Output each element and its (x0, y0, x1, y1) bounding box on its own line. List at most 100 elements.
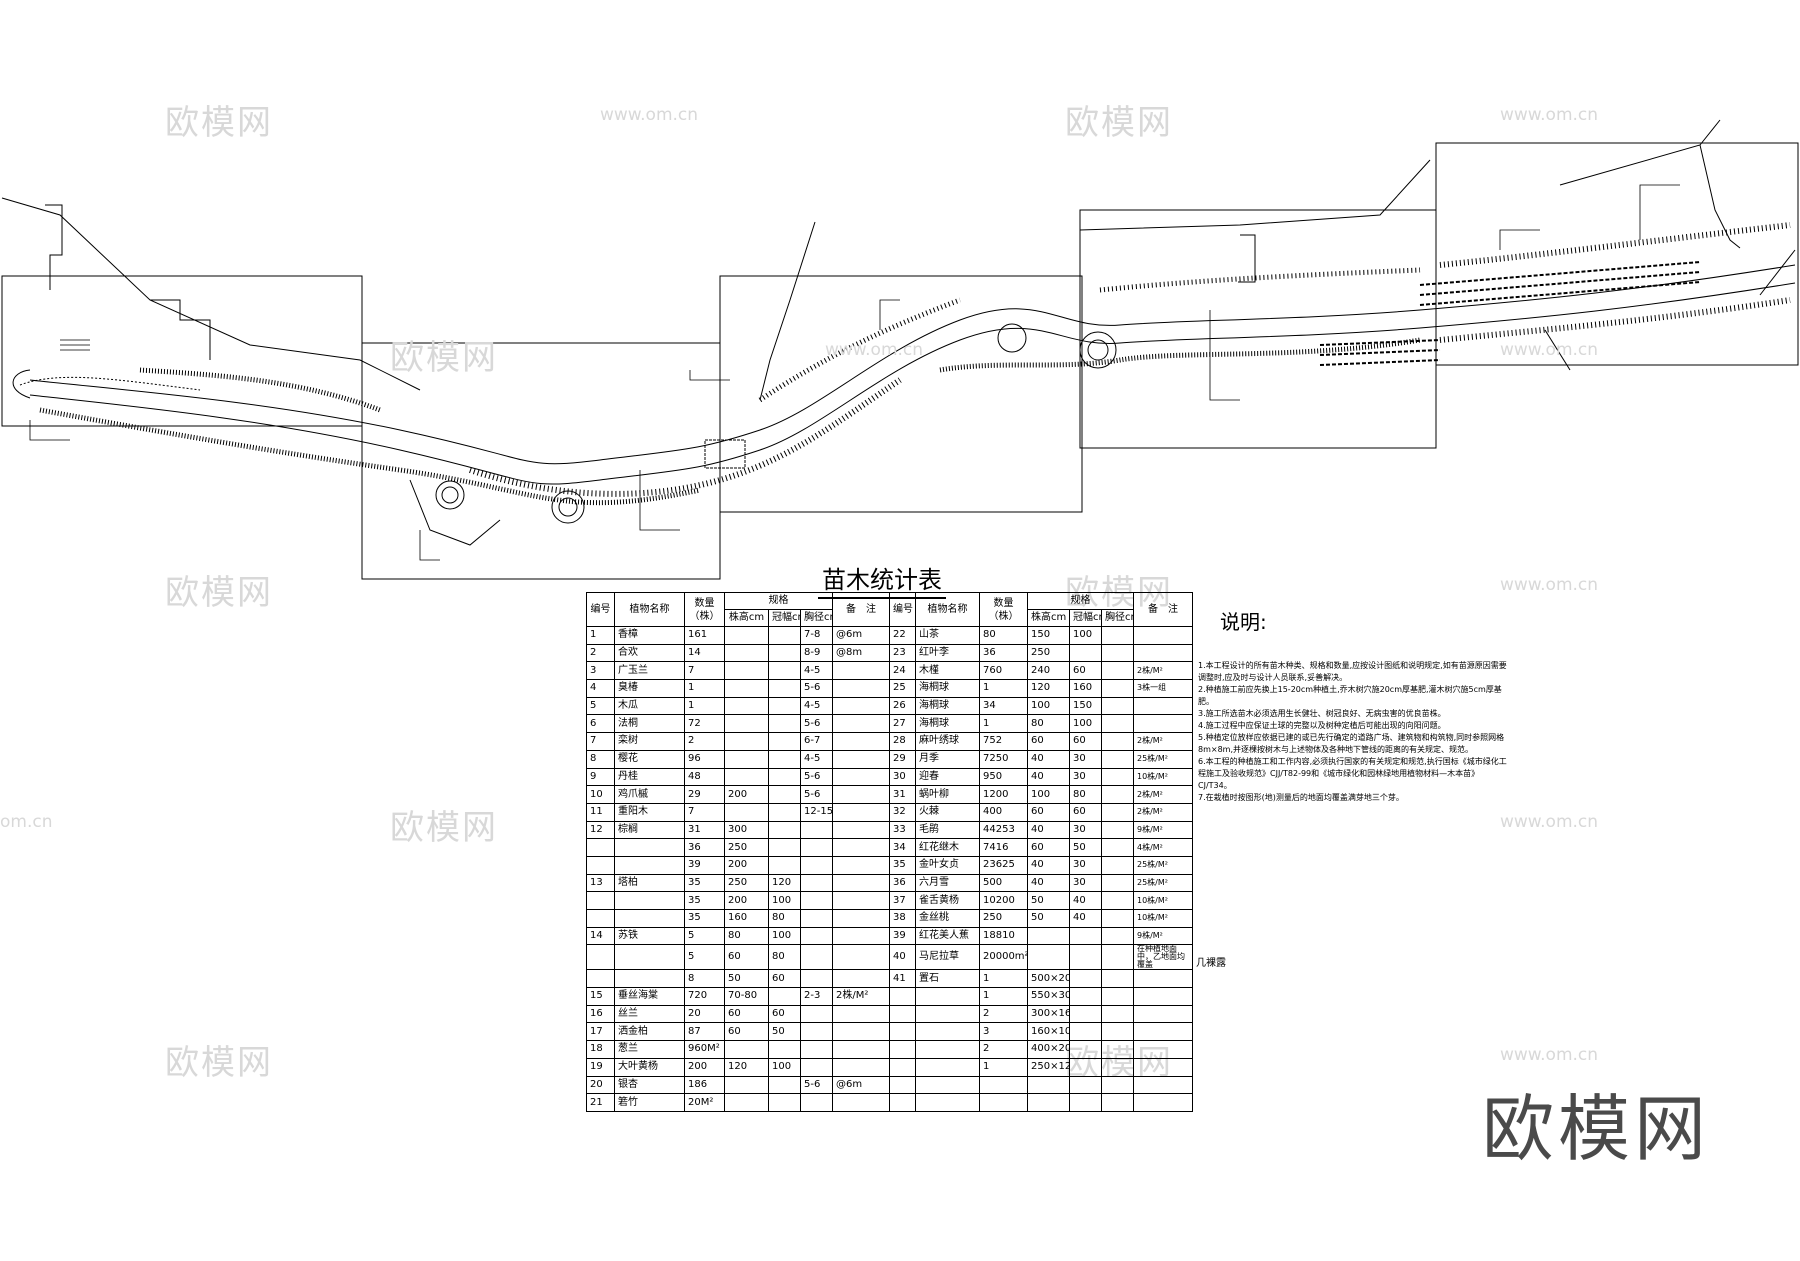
cell-dbh (1101, 732, 1134, 751)
cell-dbh: 8-9 (800, 643, 833, 663)
cell-qty: 5 (684, 944, 725, 971)
cell-height: 300×160×100 (1027, 1004, 1070, 1024)
cell-no: 38 (889, 909, 916, 928)
cell-qty: 10200 (979, 891, 1028, 910)
header-remark: 备 注 (1133, 592, 1193, 627)
cell-no: 13 (586, 873, 615, 893)
sheet-frame-4 (1079, 209, 1437, 449)
cell-dbh (1101, 1022, 1134, 1042)
cell-name: 香樟 (614, 626, 685, 645)
cell-qty: 14 (684, 643, 725, 663)
cell-height (1027, 1093, 1070, 1112)
cell-remark: 25株/M² (1133, 855, 1193, 875)
cell-no: 36 (889, 873, 916, 893)
cell-no: 20 (586, 1075, 615, 1095)
cell-qty: 2 (979, 1040, 1028, 1059)
sheet-frame-1 (1, 275, 363, 427)
cell-crown: 30 (1069, 767, 1102, 787)
cell-crown: 60 (768, 969, 801, 989)
cell-qty: 72 (684, 714, 725, 734)
cell-crown (1069, 944, 1102, 971)
cell-dbh (800, 909, 833, 928)
cell-height: 500×200×100 (1027, 969, 1070, 989)
cell-name: 红花美人蕉 (915, 926, 980, 946)
cell-remark (1133, 987, 1193, 1006)
header-name: 植物名称 (915, 592, 980, 627)
cell-crown: 80 (1069, 785, 1102, 804)
cell-name: 毛鹃 (915, 820, 980, 840)
cell-height: 60 (724, 1022, 769, 1042)
cell-height: 250×120×80 (1027, 1057, 1070, 1077)
cell-remark: 10株/M² (1133, 909, 1193, 928)
cell-name: 法桐 (614, 714, 685, 734)
cell-qty: 35 (684, 909, 725, 928)
cell-name: 广玉兰 (614, 661, 685, 681)
cell-crown: 60 (1069, 661, 1102, 681)
cell-remark: @8m (832, 643, 890, 663)
cell-crown (1069, 1057, 1102, 1077)
cell-height (1027, 926, 1070, 946)
cell-no: 34 (889, 838, 916, 857)
cell-remark (1133, 626, 1193, 645)
cell-height: 40 (1027, 873, 1070, 893)
cell-dbh (1101, 1093, 1134, 1112)
cell-remark (832, 1040, 890, 1059)
cell-no: 21 (586, 1093, 615, 1112)
cell-qty: 7250 (979, 749, 1028, 769)
cell-height (724, 802, 769, 822)
cell-remark (832, 785, 890, 804)
cell-crown: 100 (768, 1057, 801, 1077)
cell-dbh (800, 1057, 833, 1077)
cell-dbh (1101, 1040, 1134, 1059)
cell-qty: 950 (979, 767, 1028, 787)
cell-height: 300 (724, 820, 769, 840)
cell-dbh: 4-5 (800, 696, 833, 716)
cell-qty: 36 (684, 838, 725, 857)
cell-no: 15 (586, 987, 615, 1006)
cell-crown (768, 1093, 801, 1112)
cell-height: 40 (1027, 749, 1070, 769)
cell-dbh: 2-3 (800, 987, 833, 1006)
cell-no (889, 987, 916, 1006)
cell-dbh: 4-5 (800, 749, 833, 769)
cell-remark (832, 838, 890, 857)
cell-qty: 7416 (979, 838, 1028, 857)
header-qty: 数量（株） (684, 592, 725, 627)
header-height: 株高cm (724, 609, 769, 627)
cell-height (724, 714, 769, 734)
cell-height: 100 (1027, 696, 1070, 716)
cell-qty: 2 (979, 1004, 1028, 1024)
cell-name: 大叶黄杨 (614, 1057, 685, 1077)
cell-dbh (1101, 679, 1134, 698)
cell-dbh (800, 873, 833, 893)
cell-no (889, 1040, 916, 1059)
cell-no: 4 (586, 679, 615, 698)
cell-dbh (800, 1040, 833, 1059)
cell-dbh (1101, 969, 1134, 989)
cell-remark (832, 820, 890, 840)
cell-name: 金丝桃 (915, 909, 980, 928)
cell-remark: 10株/M² (1133, 767, 1193, 787)
cell-qty: 8 (684, 969, 725, 989)
cell-name: 垂丝海棠 (614, 987, 685, 1006)
cell-qty: 35 (684, 873, 725, 893)
cell-height: 40 (1027, 820, 1070, 840)
cell-remark (832, 969, 890, 989)
cell-dbh (1101, 749, 1134, 769)
cell-qty: 250 (979, 909, 1028, 928)
cell-height: 160 (724, 909, 769, 928)
cell-no: 33 (889, 820, 916, 840)
cell-crown: 100 (1069, 626, 1102, 645)
cell-qty: 7 (684, 661, 725, 681)
cell-no: 1 (586, 626, 615, 645)
cell-height: 550×300×150 (1027, 987, 1070, 1006)
cell-qty: 29 (684, 785, 725, 804)
